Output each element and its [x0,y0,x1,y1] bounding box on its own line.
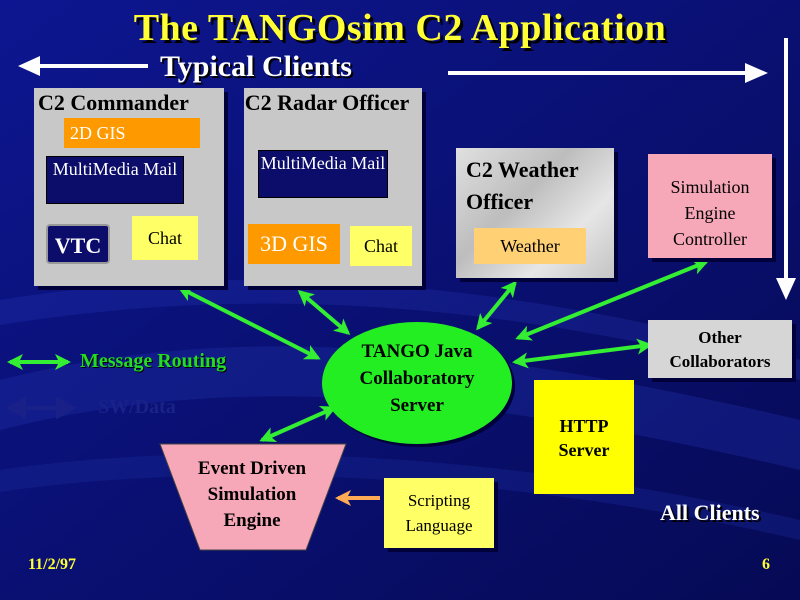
other-collaborators: Other Collaborators [648,320,792,378]
faded-legend-arrow [5,396,77,420]
c2-commander-panel: C2 Commander 2D GIS MultiMedia Mail VTC … [34,88,224,286]
slide-number: 6 [762,556,770,573]
commander-multimedia-mail: MultiMedia Mail [46,156,184,204]
typical-clients-label: Typical Clients [160,50,352,83]
simulation-engine-label: Event Driven Simulation Engine [197,458,307,531]
http-server: HTTP Server [534,380,634,494]
commander-chat-module: Chat [132,216,198,260]
simulation-engine-shape [159,443,347,551]
c2-weather-officer-panel: C2 Weather Officer Weather [456,148,614,278]
slide-date: 11/2/97 [28,556,77,573]
slide-title: The TANGOsim C2 Application [133,7,667,49]
3d-gis-module: 3D GIS [248,224,340,264]
vtc-module: VTC [46,224,110,264]
typical-clients-right-arrow [448,38,796,300]
legend-message-routing: Message Routing [80,350,227,372]
radar-multimedia-mail: MultiMedia Mail [258,150,388,198]
scripting-language: Scripting Language [384,478,494,548]
weather-module: Weather [474,228,586,264]
tango-server-label: TANGO Java Collaboratory Server [359,341,475,416]
c2-commander-title: C2 Commander [38,90,189,115]
c2-weather-title: C2 Weather Officer [466,157,579,214]
c2-radar-title: C2 Radar Officer [244,90,410,115]
2d-gis-module: 2D GIS [64,118,200,148]
typical-clients-left-arrow [18,56,148,76]
legend-faded-text: SW/Data [98,396,176,418]
radar-chat-module: Chat [350,226,412,266]
simulation-engine-controller: Simulation Engine Controller [648,154,772,258]
message-routing-arrows [7,259,709,443]
c2-radar-officer-panel: C2 Radar Officer MultiMedia Mail 3D GIS … [244,88,422,286]
tango-server: TANGO Java Collaboratory Server [322,322,512,444]
all-clients-label: All Clients [660,500,760,525]
